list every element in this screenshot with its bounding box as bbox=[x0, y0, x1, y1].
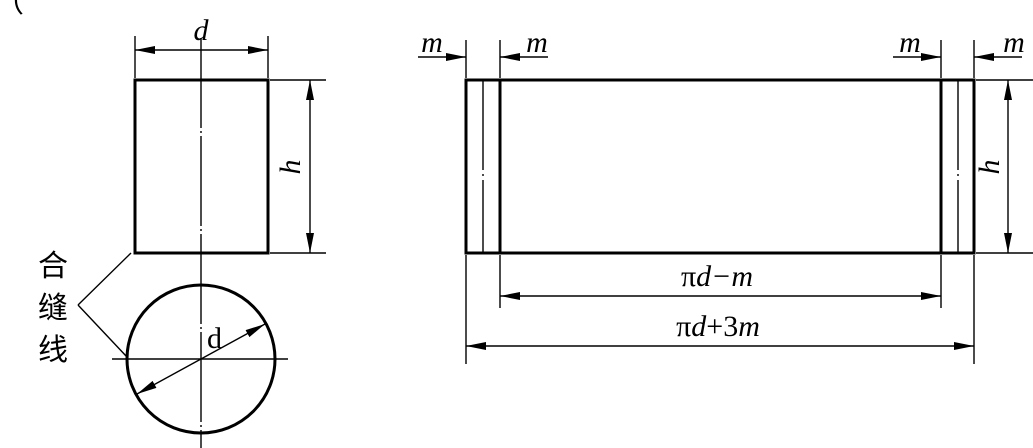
top-fragment: （ bbox=[0, 0, 24, 19]
outer-length-label: πd+3m bbox=[676, 310, 760, 343]
m-label-4: m bbox=[1003, 26, 1025, 59]
seam-leader-upper bbox=[77, 252, 132, 306]
circle-diameter-label: d bbox=[207, 322, 222, 355]
seam-char-3: 线 bbox=[38, 333, 68, 368]
seam-leader-lower bbox=[77, 304, 128, 358]
outer-m-variable: m bbox=[738, 310, 760, 343]
m-label-1: m bbox=[421, 26, 443, 59]
height-label: h bbox=[274, 160, 307, 175]
diameter-label: d bbox=[194, 14, 210, 47]
seam-char-1: 合 bbox=[38, 249, 68, 284]
outer-d-variable: d bbox=[691, 310, 707, 343]
m-label-3: m bbox=[899, 26, 921, 59]
seam-char-2: 缝 bbox=[38, 291, 68, 326]
pattern-outline bbox=[464, 78, 976, 255]
inner-pi-symbol: π bbox=[681, 260, 696, 293]
inner-length-label: πd−m bbox=[681, 260, 753, 293]
inner-minus-m: −m bbox=[711, 260, 753, 293]
cylinder-front-view: d h bbox=[133, 14, 326, 448]
inner-d-variable: d bbox=[696, 260, 712, 293]
m-label-2: m bbox=[526, 26, 548, 59]
pattern-height-label: h bbox=[973, 160, 1006, 175]
circle-diameter-arrow bbox=[136, 323, 266, 395]
outer-pi-symbol: π bbox=[676, 310, 691, 343]
cylinder-top-view: d bbox=[112, 283, 288, 435]
outer-plus-three: +3 bbox=[706, 310, 738, 343]
development-pattern: m m m m h πd−m πd+3m bbox=[418, 26, 1033, 364]
seam-line-label: 合 缝 线 bbox=[38, 249, 132, 368]
